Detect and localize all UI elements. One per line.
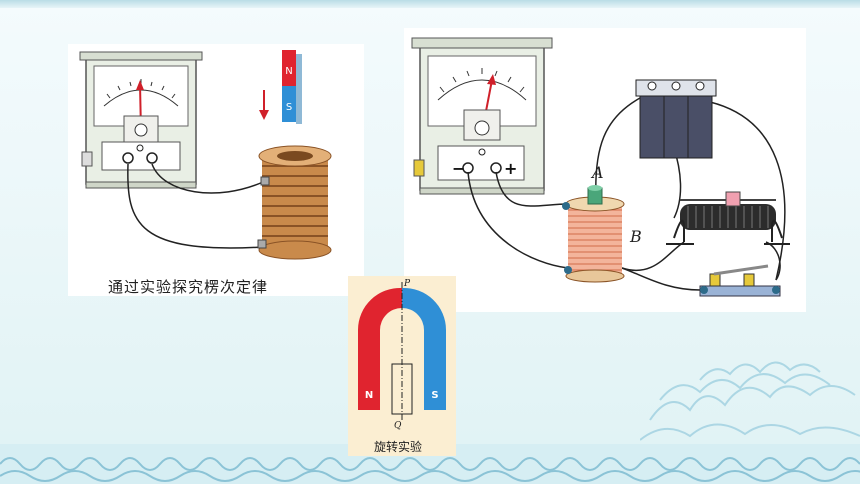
faraday-caption: 通过实验探究楞次定律 (108, 278, 269, 296)
horseshoe-magnet-illustration: N S P Q (357, 279, 447, 431)
faraday-experiment-figure: N S (68, 44, 364, 296)
rotation-experiment-figure: N S P Q (348, 276, 456, 456)
wave-decoration (640, 361, 860, 441)
top-band (0, 0, 860, 8)
meter-plus-label: + (504, 159, 517, 178)
coil-terminal-b: B (629, 227, 642, 246)
switch (699, 264, 781, 297)
rotation-caption: 旋转实验 (374, 440, 423, 454)
galvanometer-coil-illustration: N S (79, 50, 332, 260)
horseshoe-north-label: N (365, 390, 373, 401)
meter-minus-label: − (452, 159, 465, 178)
axis-p-label: P (403, 279, 411, 289)
induction-circuit-figure: − + A B (404, 28, 806, 312)
rheostat (666, 191, 790, 245)
circuit-illustration: − + A B (411, 37, 790, 297)
magnet-south-label: S (286, 102, 292, 113)
horseshoe-south-label: S (431, 390, 438, 401)
magnet-north-label: N (285, 66, 292, 77)
axis-q-label: Q (394, 421, 402, 431)
coil-terminal-a: A (590, 163, 604, 182)
battery (635, 79, 717, 159)
